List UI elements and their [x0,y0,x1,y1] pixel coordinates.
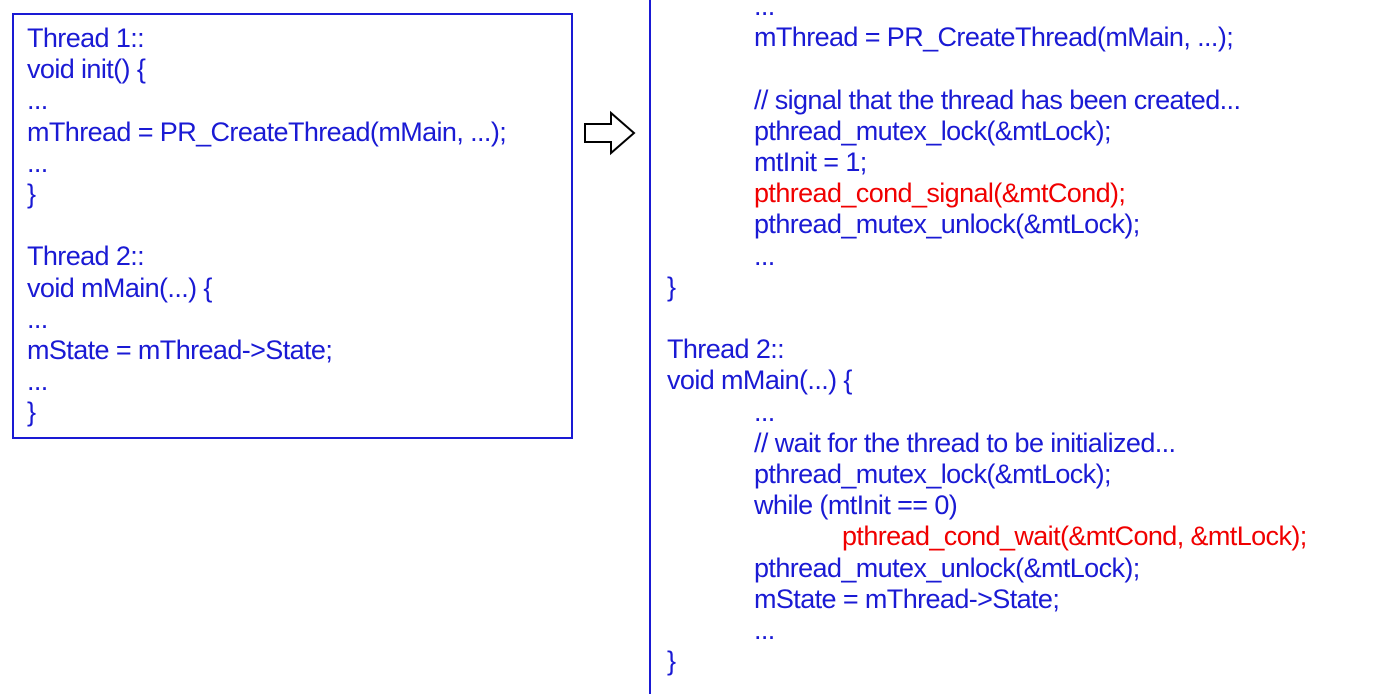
panel-divider [649,0,651,694]
before-code-line: mState = mThread->State; [27,335,333,365]
after-code-line: while (mtInit == 0) [754,490,958,521]
before-code-line: } [27,179,36,209]
after-code-line: ... [754,615,775,645]
right-arrow-icon [584,110,636,156]
after-code-line: Thread 2:: [667,334,785,365]
before-code-line: ... [27,303,48,334]
before-code-line: mThread = PR_CreateThread(mMain, ...); [27,116,507,147]
before-code-line: ... [27,366,48,397]
after-code-line: mState = mThread->State; [754,583,1060,614]
after-code-line: mtInit = 1; [754,147,867,177]
before-code-line: ... [27,85,48,116]
highlighted-code-line: pthread_cond_wait(&mtCond, &mtLock); [842,521,1307,552]
after-code-line: pthread_mutex_unlock(&mtLock); [754,552,1140,583]
after-code-line: ... [754,240,775,271]
before-code-line: Thread 1:: [27,23,145,53]
before-code-box [12,13,573,439]
after-code-line: ... [754,0,775,21]
highlighted-code-line: pthread_cond_signal(&mtCond); [754,178,1126,209]
after-code-line: // wait for the thread to be initialized… [754,427,1176,458]
before-code-line: } [27,397,36,428]
after-code-line: pthread_mutex_lock(&mtLock); [754,115,1111,146]
after-code-line: void mMain(...) { [667,365,852,396]
before-code-line: void mMain(...) { [27,272,212,303]
after-code-line: } [667,271,676,302]
after-code-line: pthread_mutex_unlock(&mtLock); [754,209,1140,240]
before-code-line: ... [27,147,48,178]
before-code-line: Thread 2:: [27,241,145,272]
after-code-line: // signal that the thread has been creat… [754,84,1241,115]
after-code-line: pthread_mutex_lock(&mtLock); [754,459,1111,489]
after-code-line: } [667,646,676,677]
after-code-line: ... [754,396,775,427]
before-code-line: void init() { [27,54,146,85]
after-code-line: mThread = PR_CreateThread(mMain, ...); [754,22,1234,53]
